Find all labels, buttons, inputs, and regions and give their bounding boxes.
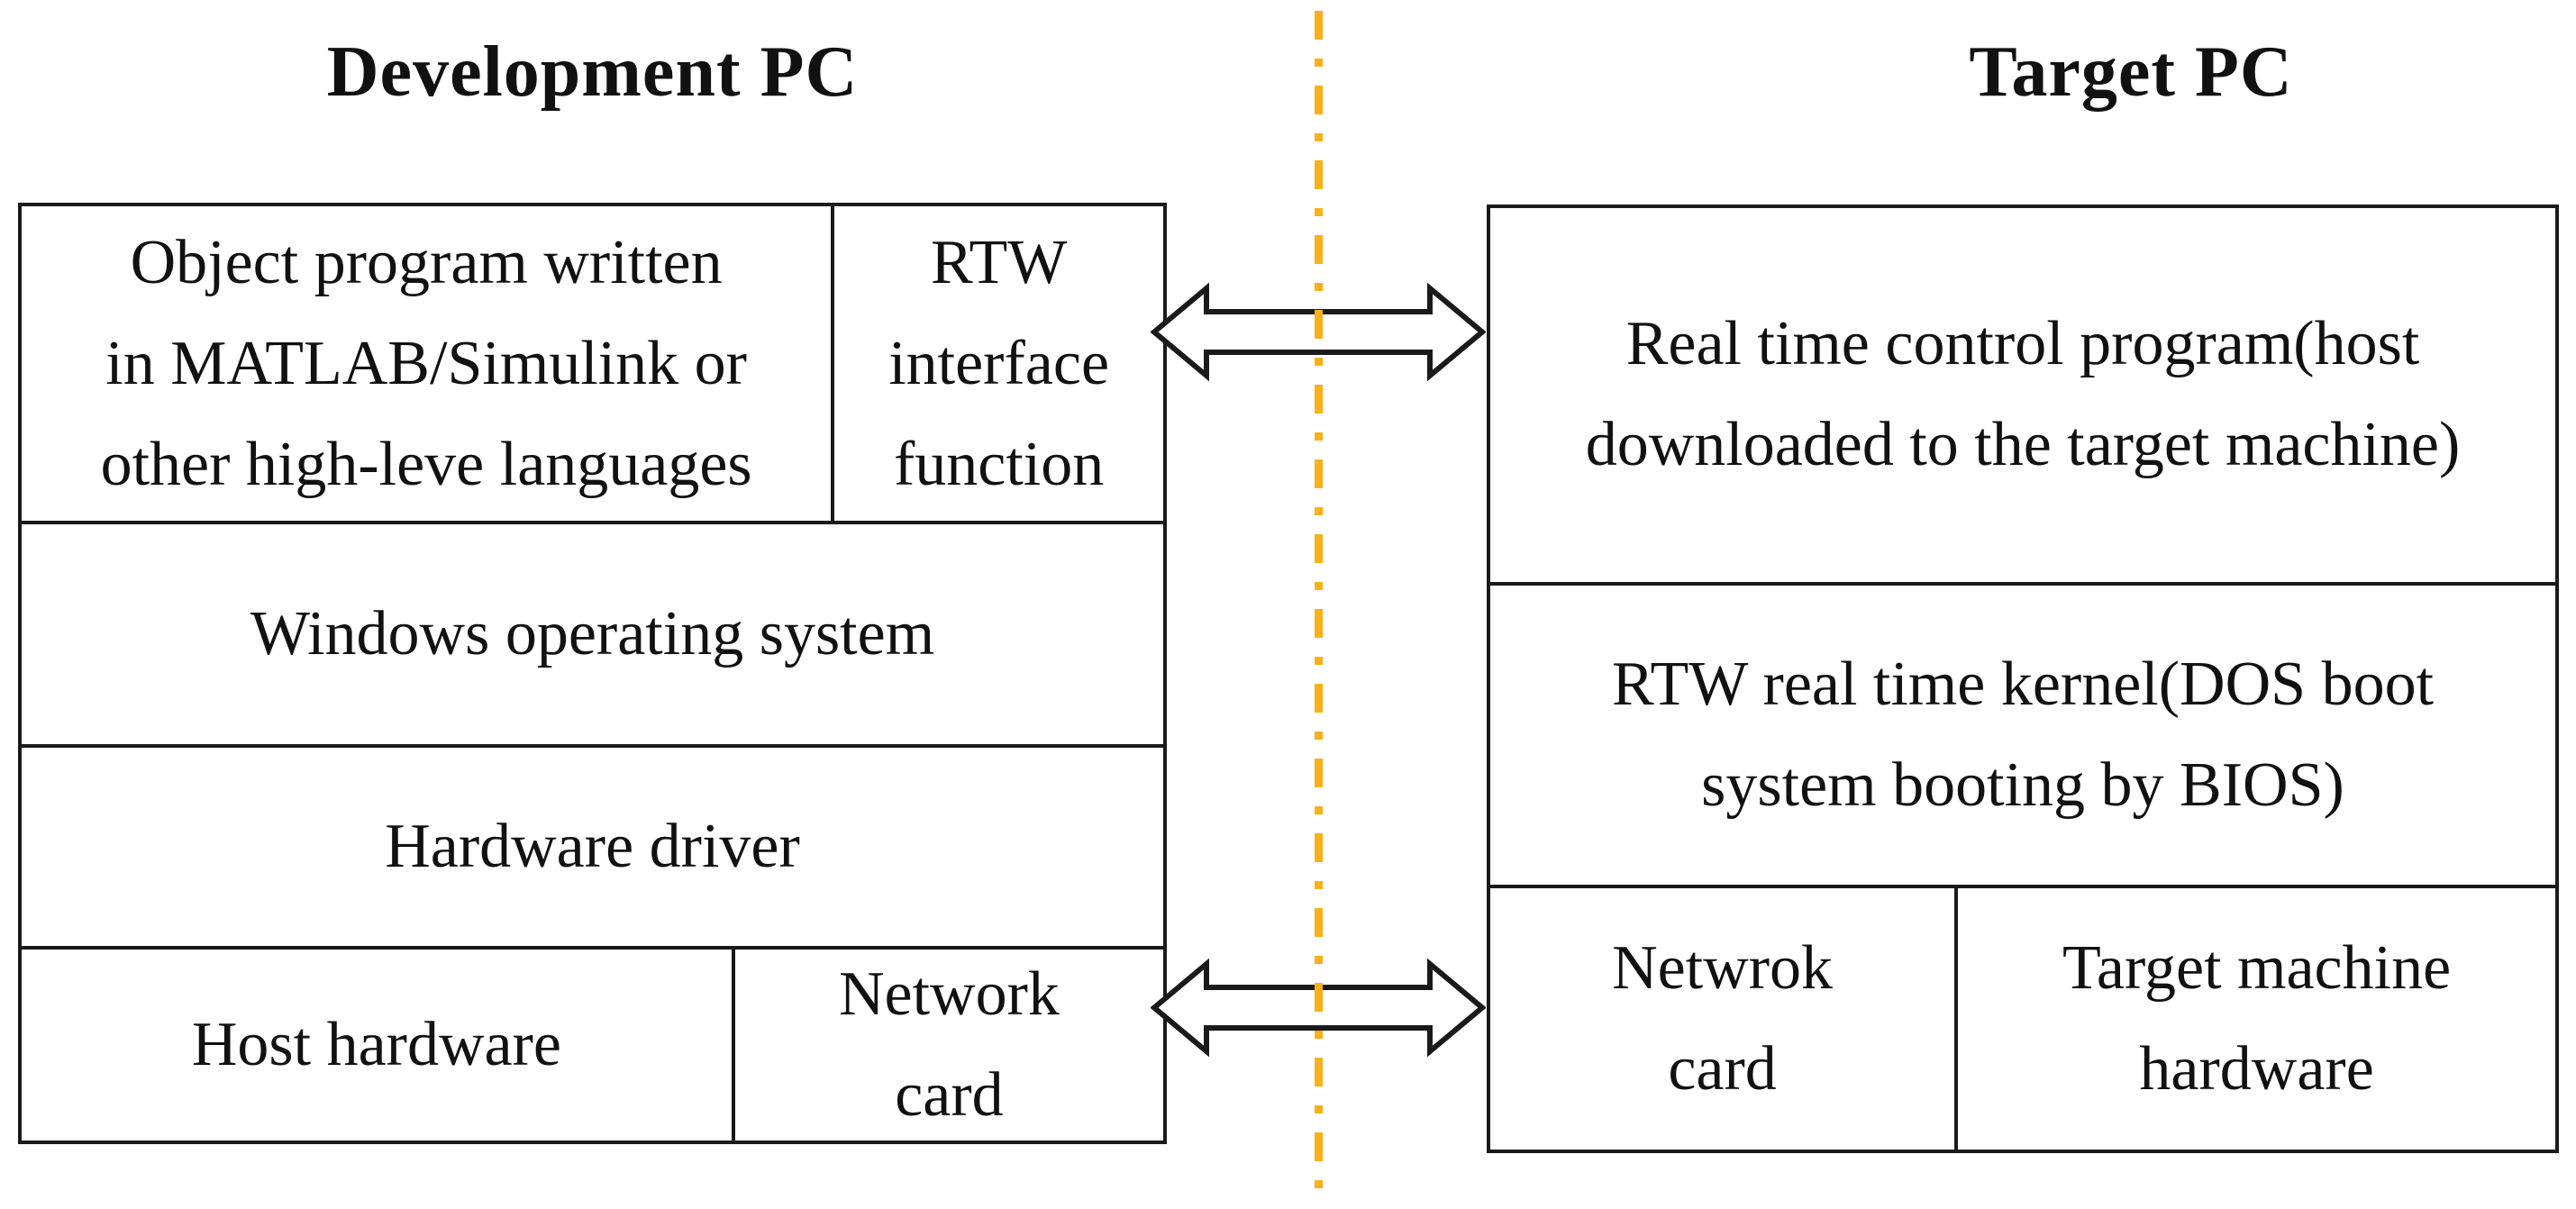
rtw-interface-function-cell: RTW interface function [831, 206, 1163, 522]
development-row-application: Object program written in MATLAB/Simulin… [22, 206, 1163, 522]
development-network-card-cell: Network card [731, 950, 1163, 1141]
development-pc-title: Development PC [326, 32, 859, 112]
development-row-driver: Hardware driver [22, 744, 1163, 946]
windows-operating-system-cell: Windows operating system [250, 599, 935, 669]
development-row-hardware: Host hardware Network card [22, 946, 1163, 1141]
target-row-kernel: RTW real time kernel(DOS boot system boo… [1490, 581, 2555, 886]
dash-dot-divider-line [1315, 11, 1323, 1202]
rtw-real-time-kernel-cell: RTW real time kernel(DOS boot system boo… [1611, 650, 2435, 821]
real-time-control-program-cell: Real time control program(host downloade… [1585, 309, 2461, 480]
host-hardware-cell: Host hardware [191, 1010, 561, 1080]
target-row-program: Real time control program(host downloade… [1490, 208, 2555, 582]
target-machine-hardware-cell: Target machine hardware [1954, 888, 2555, 1150]
target-network-card-cell: Netwrok card [1612, 933, 1834, 1104]
development-pc-box: Object program written in MATLAB/Simulin… [18, 203, 1167, 1144]
development-row-os: Windows operating system [22, 521, 1163, 744]
target-pc-box: Real time control program(host downloade… [1487, 205, 2559, 1153]
target-pc-title: Target PC [1969, 32, 2293, 112]
object-program-cell: Object program written in MATLAB/Simulin… [100, 227, 752, 499]
target-row-hardware: Netwrok card Target machine hardware [1490, 885, 2555, 1150]
hardware-driver-cell: Hardware driver [385, 812, 800, 882]
